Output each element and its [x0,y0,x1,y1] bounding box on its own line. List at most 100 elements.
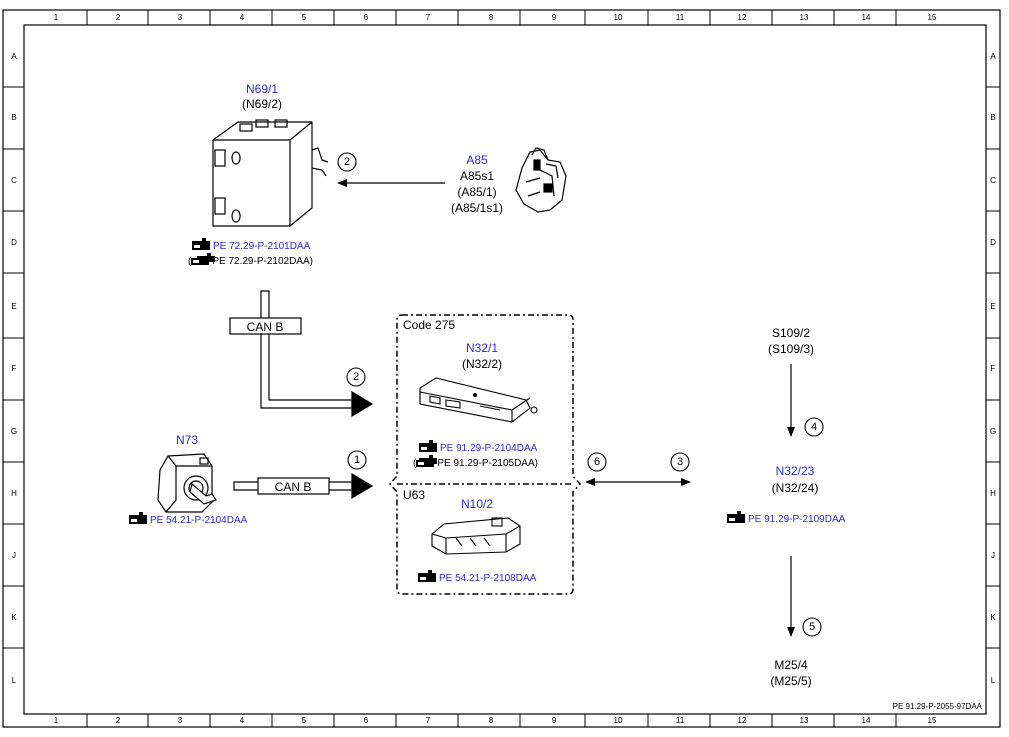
ruler-row-g-right: G [989,427,997,436]
ruler-row-e: E [11,302,17,311]
n32-1-ref-2-text[interactable]: PE 91.29-P-2105DAA) [437,458,538,469]
ruler-row-b-right: B [990,113,996,122]
callout-5: 5 [808,621,816,633]
ruler-col-5-bottom: 5 [301,716,307,725]
ruler-row-h: H [11,489,17,498]
n32-1-ref-1-text[interactable]: PE 91.29-P-2104DAA [440,443,538,454]
ruler-row-k-right: K [990,613,996,622]
m25-label: M25/4 [774,658,808,672]
reference-hand-icon [129,515,147,524]
n10-2-module-drawing [431,517,521,555]
ruler-ticks [3,10,1000,727]
ruler-col-5: 5 [301,13,307,22]
callout-1-n73: 1 [353,454,361,466]
s109-label: S109/2 [771,326,811,340]
callout-4: 4 [810,421,818,433]
inner-frame [23,24,987,715]
callout-3: 3 [676,456,684,468]
a85-line2: A85s1 [459,169,495,183]
n32-23-label: N32/23 [775,464,815,478]
n32-23-ref-text[interactable]: PE 91.29-P-2109DAA [748,514,846,525]
callout-2-can: 2 [352,371,360,383]
ruler-col-9: 9 [551,13,557,22]
n69-module-drawing [212,119,329,227]
n73-ref[interactable]: PE 54.21-P-2104DAA [129,514,247,528]
can-b-label-top: CAN B [246,320,284,334]
ruler-row-c: C [11,176,17,185]
callout-2-a85: 2 [343,156,351,168]
callout-circles [337,152,824,637]
n69-ref-2-text[interactable]: PE 72.29-P-2102DAA) [212,256,313,267]
ruler-row-l-right: L [990,676,996,685]
n32-23-ref[interactable]: PE 91.29-P-2109DAA [727,513,845,527]
callout-6: 6 [593,456,601,468]
ruler-col-7: 7 [425,13,431,22]
ruler-col-1-bottom: 1 [53,716,59,725]
ruler-col-15-bottom: 15 [927,716,937,725]
ruler-row-g: G [10,427,18,436]
reference-hand-icon [416,458,435,467]
ruler-row-l: L [11,676,17,685]
ruler-col-4-bottom: 4 [239,716,245,725]
ruler-col-11: 11 [675,13,685,22]
ruler-col-12-bottom: 12 [737,716,747,725]
ruler-row-j-right: J [991,551,995,560]
document-id: PE 91.29-P-2055-97DAA [892,702,982,711]
n32-1-ref-1[interactable]: PE 91.29-P-2104DAA [419,442,537,456]
ruler-col-3-bottom: 3 [177,716,183,725]
n32-1-ref-2-paren: ( [413,458,417,469]
ruler-col-14: 14 [861,13,871,22]
can-bus-bottom-line [233,472,374,500]
ruler-col-13: 13 [799,13,809,22]
ruler-row-a-right: A [990,52,996,61]
ruler-col-15: 15 [927,13,937,22]
ruler-row-h-right: H [990,489,996,498]
a85-line3: (A85/1) [457,185,497,199]
ruler-col-13-bottom: 13 [799,716,809,725]
ruler-row-k: K [11,613,17,622]
n69-ref-2[interactable]: ( PE 72.29-P-2102DAA) [188,255,313,269]
n69-ref-2-paren: ( [188,256,192,267]
reference-hand-icon [419,443,437,452]
n32-1-ref-2[interactable]: ( PE 91.29-P-2105DAA) [413,457,538,471]
ruler-row-f: F [11,364,17,373]
ruler-row-c-right: C [990,176,996,185]
reference-hand-icon [727,514,745,523]
ruler-row-f-right: F [990,364,996,373]
n32-1-alt-label: (N32/2) [461,357,503,371]
ruler-col-4: 4 [239,13,245,22]
n10-2-ref[interactable]: PE 54.21-P-2108DAA [418,572,536,586]
a85-line4: (A85/1s1) [450,201,504,215]
ruler-col-8: 8 [488,13,494,22]
n32-23-alt-label: (N32/24) [771,481,819,495]
n73-ref-text[interactable]: PE 54.21-P-2104DAA [150,515,248,526]
n69-ref-1[interactable]: PE 72.29-P-2101DAA [192,240,310,254]
ruler-row-j: J [12,551,16,560]
ruler-col-7-bottom: 7 [425,716,431,725]
code-275-group-label: Code 275 [403,318,456,332]
ruler-col-6: 6 [363,13,369,22]
ruler-col-8-bottom: 8 [488,716,494,725]
n73-label: N73 [175,433,199,447]
ruler-row-d: D [11,238,17,247]
ruler-col-2: 2 [115,13,121,22]
a85-label: A85 [466,153,488,167]
n69-ref-1-text[interactable]: PE 72.29-P-2101DAA [213,241,311,252]
ruler-row-e-right: E [990,302,996,311]
u63-group-label: U63 [403,488,426,502]
ruler-col-10-bottom: 10 [613,716,623,725]
ruler-col-1: 1 [53,13,59,22]
ruler-col-10: 10 [613,13,623,22]
ruler-row-b: B [11,113,17,122]
ruler-row-d-right: D [990,238,996,247]
s109-alt-label: (S109/3) [767,342,815,356]
n10-2-ref-text[interactable]: PE 54.21-P-2108DAA [439,573,537,584]
ruler-col-14-bottom: 14 [861,716,871,725]
ruler-row-a: A [11,52,17,61]
n69-alt-label: (N69/2) [241,97,283,111]
can-b-label-bottom: CAN B [274,480,312,494]
ruler-col-3: 3 [177,13,183,22]
reference-hand-icon [192,241,210,250]
reference-hand-icon [191,256,210,265]
